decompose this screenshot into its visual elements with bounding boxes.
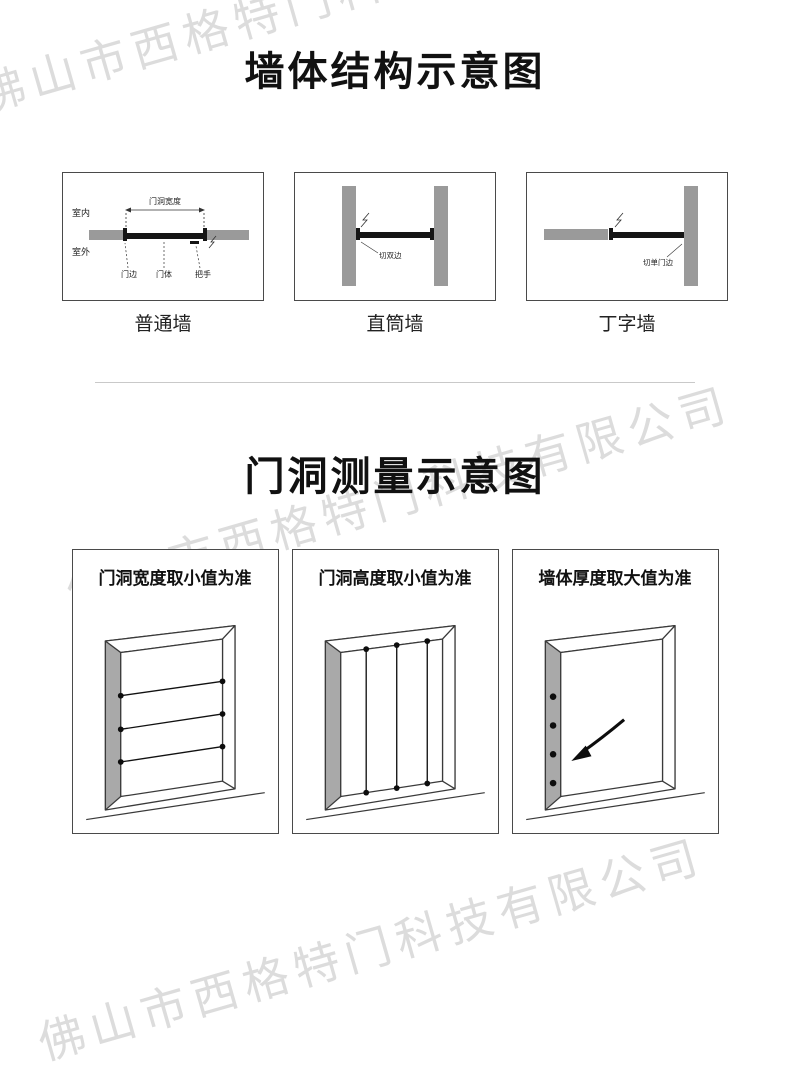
opening-width-svg [86,625,265,821]
straight-wall-caption: 直筒墙 [366,314,424,335]
cut-label: 切单门边 [643,257,673,267]
left-column [342,186,356,286]
wall-thickness-heading: 墙体厚度取大值为准 [538,569,692,588]
t-wall-caption: 丁字墙 [598,314,656,335]
straight-wall-svg: 切双边 [342,186,448,286]
door-edge-right [430,228,434,240]
opening-height-svg [306,625,485,821]
wall-segments [89,230,249,240]
door-panel [127,233,203,239]
cut-label: 切双边 [379,251,402,260]
height-measure-lines [365,641,428,793]
wall-structure-row: 室内 室外 [0,172,790,336]
measurement-row: 门洞宽度取小值为准 [0,549,790,834]
measure-dots [117,678,226,765]
thickness-dots [549,693,557,787]
frame-right-jamb [441,625,456,790]
page-content: 墙体结构示意图 室内 室外 [0,50,790,834]
door-edge-left [356,228,360,240]
left-wall [544,229,608,240]
normal-wall-column: 室内 室外 [62,172,264,336]
frame-right-jamb [661,625,676,790]
frame-opening [120,638,224,798]
frame-right-jamb [221,625,236,790]
normal-wall-caption: 普通墙 [134,314,192,335]
wall-structure-title: 墙体结构示意图 [244,50,546,94]
outdoor-label: 室外 [72,246,90,257]
right-column [684,186,698,286]
opening-width-box: 门洞宽度取小值为准 [71,549,279,834]
frame-opening [560,638,664,798]
normal-wall-diagram: 室内 室外 [62,172,264,301]
jamb-reveal [104,640,122,811]
right-wall [207,230,249,240]
wall-thickness-box: 墙体厚度取大值为准 [511,549,719,834]
door-assembly [356,228,434,240]
leader-line [666,243,683,258]
door-body-label: 门体 [156,269,172,279]
watermark-text: 佛山市西格特门科技有限公司 [32,829,710,1070]
break-symbol [360,212,370,228]
door-measurement-title: 门洞测量示意图 [244,455,546,499]
wall-thickness-svg [526,625,705,821]
door-assembly [123,228,207,244]
t-wall-svg: 切单门边 [544,186,698,286]
measure-dots [363,638,431,796]
door-assembly [609,228,684,240]
opening-height-box: 门洞高度取小值为准 [291,549,499,834]
leader-line [360,241,379,254]
dim-arrow-left [125,207,131,213]
door-panel [356,232,434,238]
width-measure-lines [120,680,223,763]
door-frame [86,625,265,821]
dimension-width [125,209,205,228]
door-edge-left [123,228,127,241]
t-wall-column: 切单门边 丁字墙 [526,172,728,336]
handle-label: 把手 [195,269,211,279]
floor-line [526,792,705,821]
floor-line [86,792,265,821]
pointer-arrow [571,718,626,761]
t-wall-diagram: 切单门边 [526,172,728,301]
break-symbol [614,212,624,228]
straight-wall-diagram: 切双边 [294,172,496,301]
dim-arrow-right [199,207,205,213]
door-edge-right [203,228,207,241]
door-edge-left [609,228,613,240]
leader-lines [124,241,201,269]
opening-height-heading: 门洞高度取小值为准 [318,569,472,588]
section-divider [95,382,695,383]
right-column [434,186,448,286]
wall-segments [342,186,448,286]
left-wall [89,230,125,240]
floor-line [306,792,485,821]
jamb-reveal [324,640,342,811]
straight-wall-column: 切双边 直筒墙 [294,172,496,336]
break-symbol [208,235,217,249]
indoor-label: 室内 [72,207,90,218]
opening-width-label: 门洞宽度 [149,196,181,206]
opening-width-heading: 门洞宽度取小值为准 [98,569,252,588]
door-edge-label: 门边 [121,269,137,279]
wall-segments [544,186,698,286]
door-panel [613,232,684,238]
door-handle [190,241,199,244]
normal-wall-svg: 室内 室外 [72,196,249,279]
